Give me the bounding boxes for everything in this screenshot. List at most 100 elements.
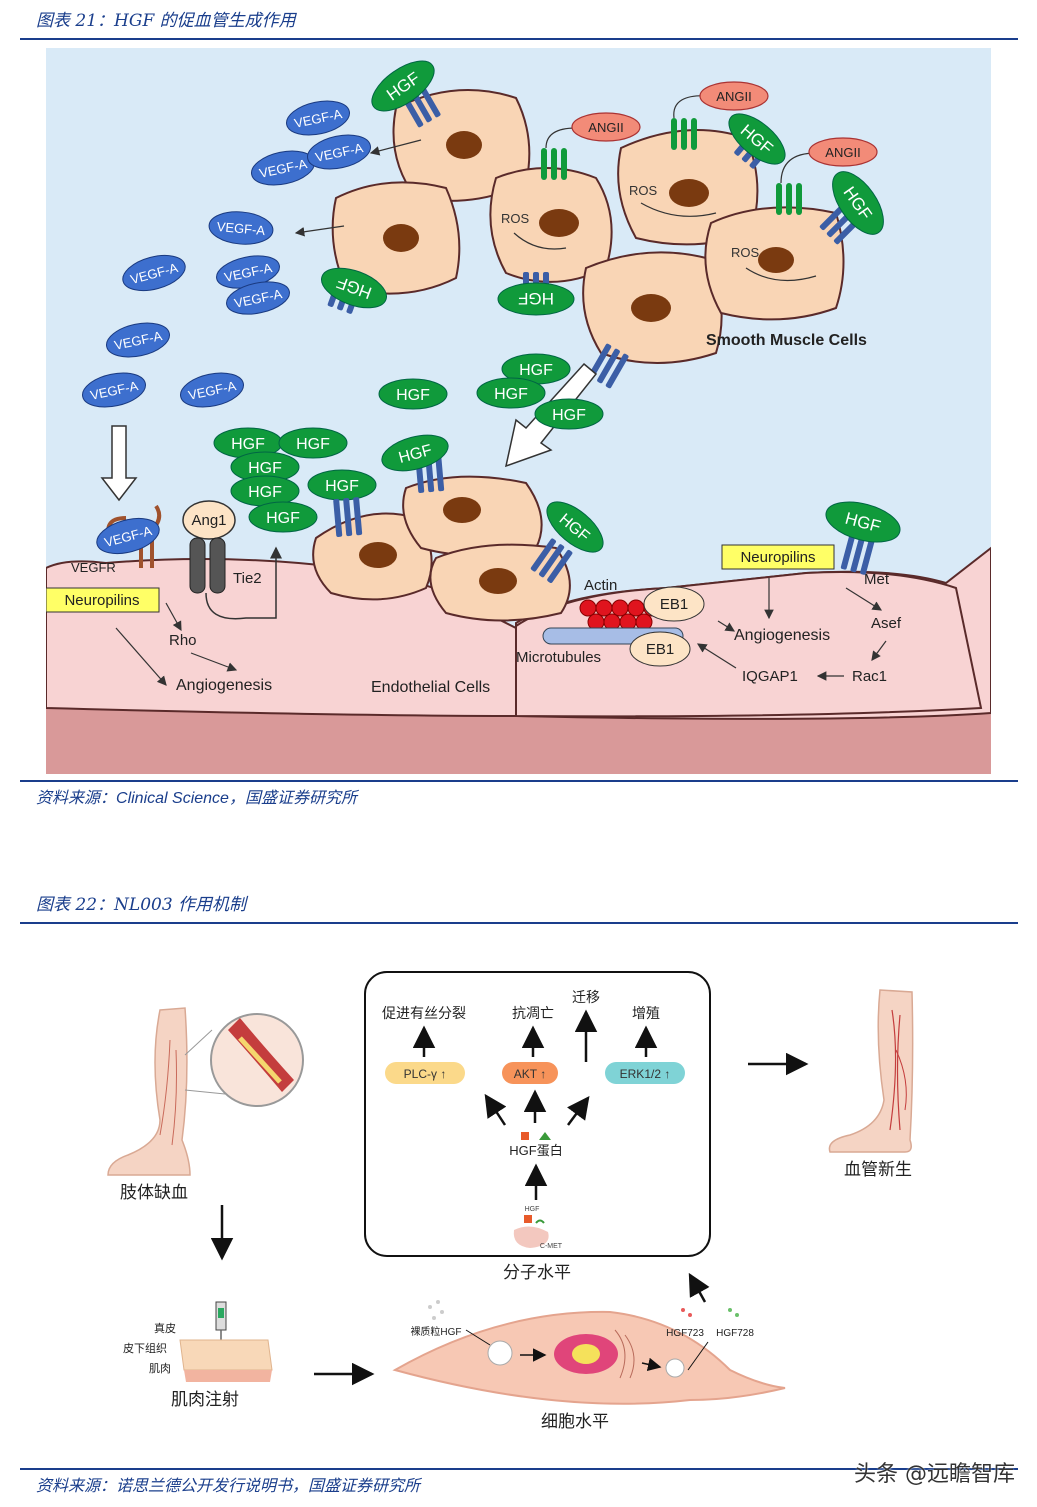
hgf-protein-icon [521, 1132, 529, 1140]
smooth-muscle-cell [331, 181, 461, 295]
tie2-receptor [189, 537, 206, 594]
svg-text:HGF: HGF [325, 478, 359, 495]
hgf-ligand: HGF [230, 475, 300, 507]
cellular-level-label: 细胞水平 [541, 1412, 609, 1431]
hgf-ligand: HGF [230, 451, 300, 483]
hgf-ligand: HGF [832, 171, 884, 235]
arrow [845, 587, 883, 611]
erk-label: ERK1/2 ↑ [620, 1067, 671, 1081]
source-journal: Clinical Science [116, 790, 229, 807]
neuropilins-box [721, 544, 835, 570]
hgf728-label: HGF728 [716, 1328, 754, 1339]
svg-text:HGF: HGF [518, 289, 554, 308]
svg-text:HGF: HGF [396, 387, 430, 404]
arrow [484, 1093, 507, 1126]
neuropilins-label: Neuropilins [740, 549, 815, 566]
vegfa-ligand: VEGF-A [208, 211, 274, 245]
vegfa-ligand: VEGF-A [251, 150, 315, 186]
neuropilins-box [46, 587, 160, 613]
microtubules-label: Microtubules [516, 649, 601, 666]
arrow [717, 620, 736, 632]
hgf-ligand: HGF [476, 377, 546, 409]
svg-text:HGF: HGF [266, 510, 300, 527]
endothelial-cell [402, 475, 543, 557]
hgf-angiogenesis-diagram: ROS ROS ROS ANGII ANGII ANGII HGF HGF HG… [46, 48, 991, 774]
ang1-label: Ang1 [191, 512, 226, 529]
svg-text:ANGII: ANGII [716, 89, 751, 104]
svg-text:HGF: HGF [231, 436, 265, 453]
actin-label: Actin [584, 577, 617, 594]
healed-leg-illustration [828, 989, 914, 1153]
plasmid-particles [428, 1300, 444, 1320]
svg-text:HGF: HGF [248, 460, 282, 477]
figure-22-caption: 图表 22：NL003 作用机制 [36, 895, 247, 915]
svg-text:ANGII: ANGII [825, 145, 860, 160]
vegfa-ligand: VEGF-A [216, 255, 280, 289]
angiogenesis-label: 血管新生 [844, 1160, 912, 1179]
muscle-label: 肌肉 [149, 1362, 171, 1375]
ros-label: ROS [731, 245, 760, 260]
hgf-icon [524, 1215, 532, 1223]
figure-21-source: 资料来源：Clinical Science，国盛证券研究所 [36, 784, 357, 808]
molecular-level-title: 分子水平 [503, 1263, 571, 1282]
arrow [696, 643, 737, 669]
svg-text:ANGII: ANGII [588, 120, 623, 135]
cmet-label: C-MET [540, 1243, 563, 1250]
migration-label: 迁移 [572, 989, 600, 1005]
angiogenesis-label: Angiogenesis [734, 627, 830, 644]
ang1-ligand [182, 500, 236, 540]
angii-link [545, 127, 577, 149]
angii-receptor [541, 118, 802, 215]
hgf-protein-label: HGF蛋白 [509, 1143, 562, 1158]
rac1-label: Rac1 [852, 668, 887, 685]
svg-text:HGF: HGF [296, 436, 330, 453]
akt-pill [502, 1062, 558, 1084]
hgf-ligand: HGF [825, 501, 901, 543]
arrow [165, 602, 182, 632]
watermark: 头条 @远瞻智库 [854, 1462, 1015, 1487]
hgf-small-label: HGF [525, 1206, 540, 1213]
hgf-ligand: HGF [307, 469, 377, 501]
endothelial-label: Endothelial Cells [371, 679, 490, 696]
angii-ligand: ANGII [808, 137, 878, 167]
met-label: Met [864, 571, 890, 588]
vegfa-ligand: VEGF-A [122, 254, 186, 292]
arrow [115, 627, 167, 686]
tie2-pathway-arrow [205, 546, 282, 620]
vegfa-ligand: VEGF-A [96, 517, 160, 555]
ros-label: ROS [629, 183, 658, 198]
arrow [190, 652, 238, 672]
vegfa-ligand: VEGF-A [307, 134, 371, 170]
muscle-cell-illustration [392, 1310, 786, 1405]
smooth-muscle-cell [582, 251, 723, 364]
mitosis-label: 促进有丝分裂 [382, 1005, 466, 1021]
akt-label: AKT ↑ [514, 1067, 546, 1081]
iqgap1-label: IQGAP1 [742, 668, 798, 685]
ros-inhibit-line [745, 267, 817, 282]
plasmid-label: 裸质粒HGF [410, 1325, 461, 1338]
ischemic-leg-illustration [107, 1007, 304, 1176]
asef-label: Asef [871, 615, 902, 632]
secretion-arrow [294, 225, 345, 237]
arrow [566, 1095, 590, 1126]
plc-gamma-label: PLC-γ ↑ [404, 1067, 447, 1081]
svg-text:HGF: HGF [248, 484, 282, 501]
hgf-ligand: HGF [321, 267, 387, 309]
proliferation-label: 增殖 [632, 1005, 660, 1021]
up-arrow [688, 1272, 710, 1303]
svg-text:HGF: HGF [494, 386, 528, 403]
hgf-ligand: HGF [497, 282, 575, 316]
vegfa-ligand: VEGF-A [226, 281, 290, 315]
hgf-ligand: HGF [278, 427, 348, 459]
dermis-label: 真皮 [154, 1321, 176, 1335]
angii-ligand: ANGII [571, 112, 641, 142]
neuropilins-label: Neuropilins [64, 592, 139, 609]
tie2-label: Tie2 [233, 570, 262, 587]
injection-illustration [179, 1301, 273, 1382]
hgf-ligand: HGF [534, 398, 604, 430]
tie2-receptor [209, 537, 226, 594]
ros-inhibit-line [513, 232, 567, 250]
secretion-arrow [369, 139, 422, 156]
plc-gamma-pill [385, 1062, 465, 1084]
caption-rule [20, 38, 1018, 40]
